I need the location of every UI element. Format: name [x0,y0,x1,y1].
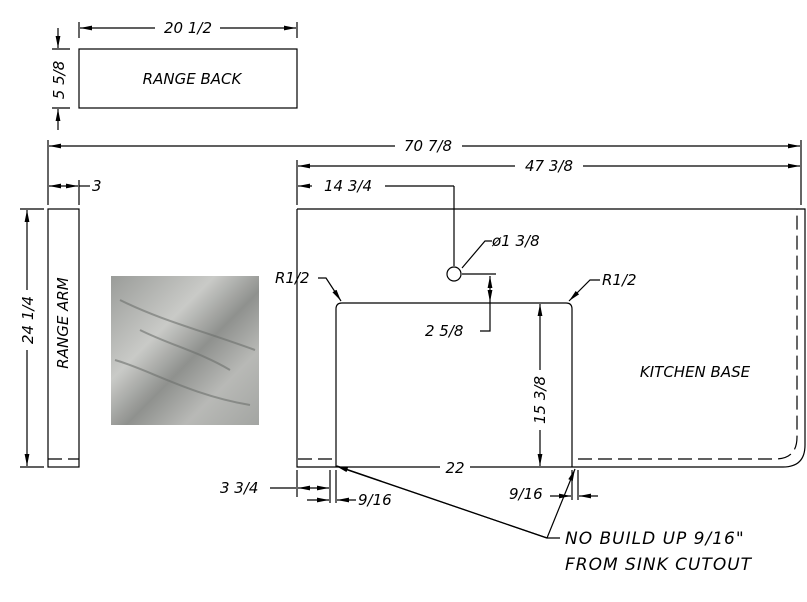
radius-left-dim: R1/2 [275,269,310,287]
note-line-2: FROM SINK CUTOUT [565,555,753,575]
sink-width-dim: 22 [445,459,464,477]
kitchen-base-length-dim: 47 3/8 [525,157,573,175]
range-back-width-dim: 20 1/2 [164,19,212,37]
hole-offset-dim: 14 3/4 [324,177,372,195]
marble-sample-image [111,276,259,425]
radius-right-dim: R1/2 [602,271,637,289]
depth-dim: 24 1/4 [19,296,37,344]
note-line-1: NO BUILD UP 9/16" [565,529,745,549]
buildup-left-dim: 9/16 [358,491,392,509]
hole-to-sink-dim: 2 5/8 [425,322,463,340]
range-back-label: RANGE BACK [143,70,243,88]
kitchen-base: KITCHEN BASE [296,208,806,468]
note: NO BUILD UP 9/16" FROM SINK CUTOUT [565,529,753,575]
sink-depth-dim: 15 3/8 [531,376,549,424]
hole-diameter-dim: ø1 3/8 [491,232,540,250]
range-arm: RANGE ARM 24 1/4 [19,208,80,468]
range-back-height-dim: 5 5/8 [50,61,68,99]
sink-left-offset-dim: 3 3/4 [220,479,258,497]
range-back: RANGE BACK 20 1/2 5 5/8 [50,19,298,130]
range-arm-label: RANGE ARM [54,277,72,368]
range-arm-width-dim: 3 [92,177,102,195]
overall-length-dim: 70 7/8 [404,137,452,155]
kitchen-base-label: KITCHEN BASE [640,363,751,381]
buildup-right-dim: 9/16 [509,485,543,503]
